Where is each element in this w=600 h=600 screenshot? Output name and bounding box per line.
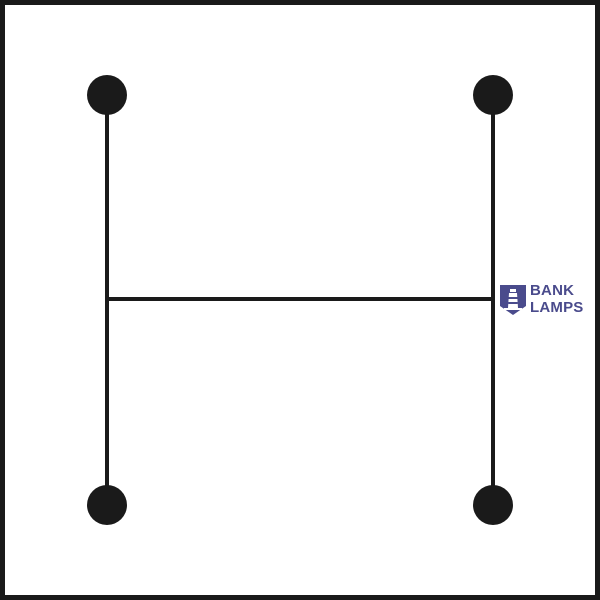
watermark-text-line2: LAMPS <box>530 299 584 316</box>
node-top-right <box>473 75 513 115</box>
lighthouse-icon <box>500 285 526 315</box>
node-bottom-left <box>87 485 127 525</box>
watermark-text-line1: BANK <box>530 282 575 299</box>
node-top-left <box>87 75 127 115</box>
watermark-logo: BANK LAMPS <box>499 282 600 318</box>
node-bottom-right <box>473 485 513 525</box>
